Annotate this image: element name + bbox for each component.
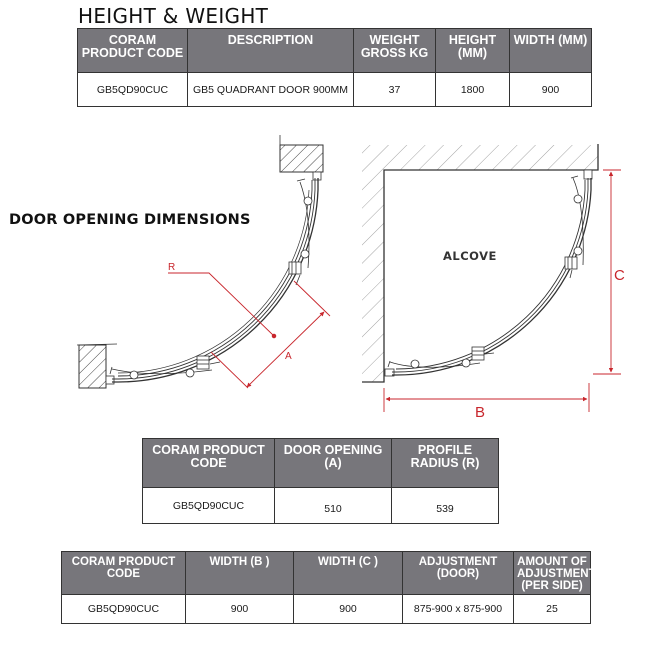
header-adjustment-door: ADJUSTMENT (DOOR) xyxy=(402,551,514,595)
cell-product-code: GB5QD90CUC xyxy=(142,487,275,524)
wall-block-top xyxy=(279,135,324,173)
table-header-row: CORAM PRODUCT CODE DESCRIPTION WEIGHT GR… xyxy=(77,28,592,73)
table-row: GB5QD90CUC 900 900 875-900 x 875-900 25 xyxy=(61,594,591,624)
cell-width-c: 900 xyxy=(293,594,403,624)
adjustment-table: CORAM PRODUCT CODE WIDTH (B ) WIDTH (C )… xyxy=(61,551,596,624)
cell-product-code: GB5QD90CUC xyxy=(61,594,186,624)
table-header-row: CORAM PRODUCT CODE DOOR OPENING (A) PROF… xyxy=(142,438,499,488)
cell-description: GB5 QUADRANT DOOR 900MM xyxy=(187,72,354,107)
cell-height: 1800 xyxy=(435,72,510,107)
cell-width: 900 xyxy=(509,72,592,107)
width-b-dimension xyxy=(383,383,590,412)
alcove-walls xyxy=(362,144,599,383)
header-door-opening: DOOR OPENING (A) xyxy=(274,438,392,488)
label-alcove: ALCOVE xyxy=(443,249,497,263)
alcove-diagram: ALCOVE xyxy=(362,144,625,421)
header-weight: WEIGHT GROSS KG xyxy=(353,28,436,73)
width-c-dimension xyxy=(593,169,621,375)
cell-product-code: GB5QD90CUC xyxy=(77,72,188,107)
header-product-code: CORAM PRODUCT CODE xyxy=(142,438,275,488)
label-a: A xyxy=(285,351,292,362)
door-opening-diagram: R A xyxy=(76,135,331,389)
cell-door-opening: 510 xyxy=(274,487,392,524)
header-width-c: WIDTH (C ) xyxy=(293,551,403,595)
header-product-code: CORAM PRODUCT CODE xyxy=(77,28,188,73)
cell-amount-of-adjustment: 25 xyxy=(513,594,591,624)
section-title-door-opening: DOOR OPENING DIMENSIONS xyxy=(9,212,251,228)
header-product-code: CORAM PRODUCT CODE xyxy=(61,551,186,595)
height-weight-table: CORAM PRODUCT CODE DESCRIPTION WEIGHT GR… xyxy=(77,28,592,107)
opening-dimension xyxy=(210,280,331,389)
door-opening-table: CORAM PRODUCT CODE DOOR OPENING (A) PROF… xyxy=(142,438,499,524)
label-r: R xyxy=(168,262,175,273)
door-panel-lower-alcove xyxy=(387,346,495,369)
header-width: WIDTH (MM) xyxy=(509,28,592,73)
section-title-height-weight: HEIGHT & WEIGHT xyxy=(78,4,269,28)
door-panel-lower xyxy=(109,355,221,380)
label-b: B xyxy=(475,404,485,421)
cell-adjustment-door: 875-900 x 875-900 xyxy=(402,594,514,624)
header-profile-radius: PROFILE RADIUS (R) xyxy=(391,438,499,488)
table-row: GB5QD90CUC GB5 QUADRANT DOOR 900MM 37 18… xyxy=(77,72,592,107)
curved-door-profile-alcove xyxy=(392,178,592,376)
door-panel-upper xyxy=(288,178,313,286)
label-c: C xyxy=(614,267,625,284)
header-width-b: WIDTH (B ) xyxy=(185,551,294,595)
wall-block-left xyxy=(76,343,118,389)
header-amount-of-adjustment: AMOUNT OF ADJUSTMENT (PER SIDE) xyxy=(513,551,596,595)
door-panel-upper-alcove xyxy=(564,175,584,279)
radius-dimension xyxy=(168,272,277,339)
table-row: GB5QD90CUC 510 539 xyxy=(142,487,499,524)
table-header-row: CORAM PRODUCT CODE WIDTH (B ) WIDTH (C )… xyxy=(61,551,596,595)
cell-width-b: 900 xyxy=(185,594,294,624)
cell-profile-radius: 539 xyxy=(391,487,499,524)
header-height: HEIGHT (MM) xyxy=(435,28,510,73)
